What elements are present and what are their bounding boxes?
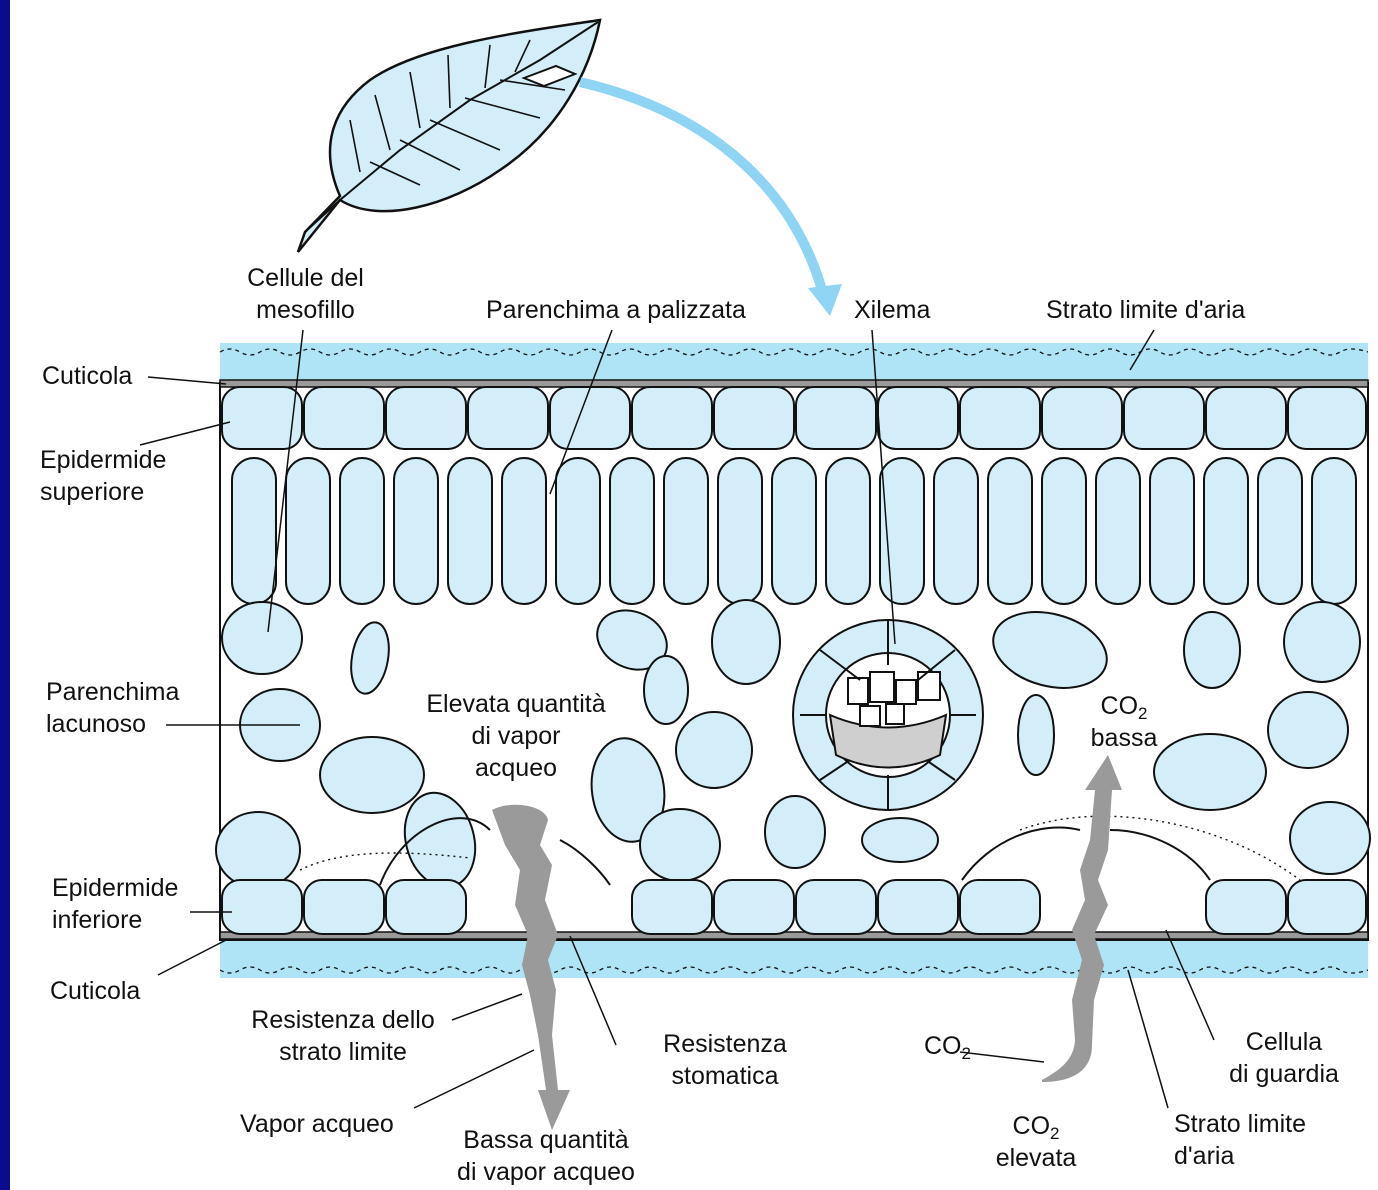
palisade-cell — [610, 458, 654, 604]
palisade-cell — [772, 458, 816, 604]
vascular-bundle — [793, 620, 983, 810]
palisade-cell — [988, 458, 1032, 604]
epidermal-cell — [1206, 880, 1286, 934]
label-lower-cuticle: Cuticola — [50, 975, 140, 1007]
palisade-cell — [394, 458, 438, 604]
epidermal-cell — [1206, 387, 1286, 449]
epidermal-cell — [960, 880, 1040, 934]
palisade-cell — [1204, 458, 1248, 604]
epidermal-cell — [1124, 387, 1204, 449]
epidermal-cell — [1288, 880, 1366, 934]
upper-air-layer — [220, 343, 1368, 383]
epidermal-cell — [222, 880, 302, 934]
palisade-cell — [934, 458, 978, 604]
label-guard-cell: Cellula di guardia — [1214, 1026, 1354, 1090]
palisade-cell — [1312, 458, 1356, 604]
epidermal-cell — [714, 880, 794, 934]
epidermal-cell — [878, 880, 958, 934]
label-low-water-vapor: Bassa quantità di vapor acqueo — [436, 1124, 656, 1188]
epidermal-cell — [878, 387, 958, 449]
palisade-cell — [1150, 458, 1194, 604]
epidermal-cell — [714, 387, 794, 449]
epidermal-cell — [304, 880, 384, 934]
palisade-cell — [448, 458, 492, 604]
label-boundary-layer-resistance: Resistenza dello strato limite — [232, 1004, 454, 1068]
palisade-cell — [1042, 458, 1086, 604]
palisade-cell — [556, 458, 600, 604]
epidermal-cell — [796, 387, 876, 449]
palisade-cell — [502, 458, 546, 604]
label-low-co2: CO2 bassa — [1078, 690, 1170, 754]
epidermal-cell — [632, 880, 712, 934]
label-palisade-parenchyma: Parenchima a palizzata — [486, 294, 746, 326]
epidermal-cell — [796, 880, 876, 934]
upper-cuticle — [220, 380, 1368, 387]
lower-air-layer — [220, 940, 1368, 978]
epidermal-cell — [304, 387, 384, 449]
label-spongy-parenchyma: Parenchima lacunoso — [46, 676, 179, 740]
label-co2: CO2 — [924, 1030, 971, 1062]
palisade-cell — [664, 458, 708, 604]
lower-cuticle — [220, 932, 1368, 939]
label-mesophyll-cells: Cellule del mesofillo — [228, 262, 383, 326]
label-upper-cuticle: Cuticola — [42, 360, 132, 392]
epidermal-cell — [1288, 387, 1366, 449]
palisade-cell — [232, 458, 276, 604]
palisade-cell — [826, 458, 870, 604]
palisade-cell — [718, 458, 762, 604]
epidermal-cell — [1042, 387, 1122, 449]
palisade-cell — [340, 458, 384, 604]
label-high-water-vapor: Elevata quantità di vapor acqueo — [408, 688, 624, 784]
epidermal-cell — [468, 387, 548, 449]
palisade-cell — [1096, 458, 1140, 604]
label-stomatal-resistance: Resistenza stomatica — [654, 1028, 796, 1092]
epidermal-cell — [632, 387, 712, 449]
palisade-cell — [286, 458, 330, 604]
label-xylem: Xilema — [854, 294, 930, 326]
zoom-arrow — [580, 82, 822, 290]
leaf-icon — [298, 20, 600, 252]
palisade-parenchyma — [232, 458, 1356, 604]
label-lower-boundary-layer: Strato limite d'aria — [1174, 1108, 1306, 1172]
label-high-co2: CO2 elevata — [986, 1110, 1086, 1174]
epidermal-cell — [960, 387, 1040, 449]
epidermal-cell — [386, 387, 466, 449]
zoom-arrow-head — [808, 284, 842, 316]
label-water-vapor: Vapor acqueo — [240, 1108, 394, 1140]
label-lower-epidermis: Epidermide inferiore — [52, 872, 178, 936]
epidermal-cell — [386, 880, 466, 934]
palisade-cell — [1258, 458, 1302, 604]
epidermal-cell — [550, 387, 630, 449]
label-upper-epidermis: Epidermide superiore — [40, 444, 166, 508]
label-upper-boundary-layer: Strato limite d'aria — [1046, 294, 1245, 326]
